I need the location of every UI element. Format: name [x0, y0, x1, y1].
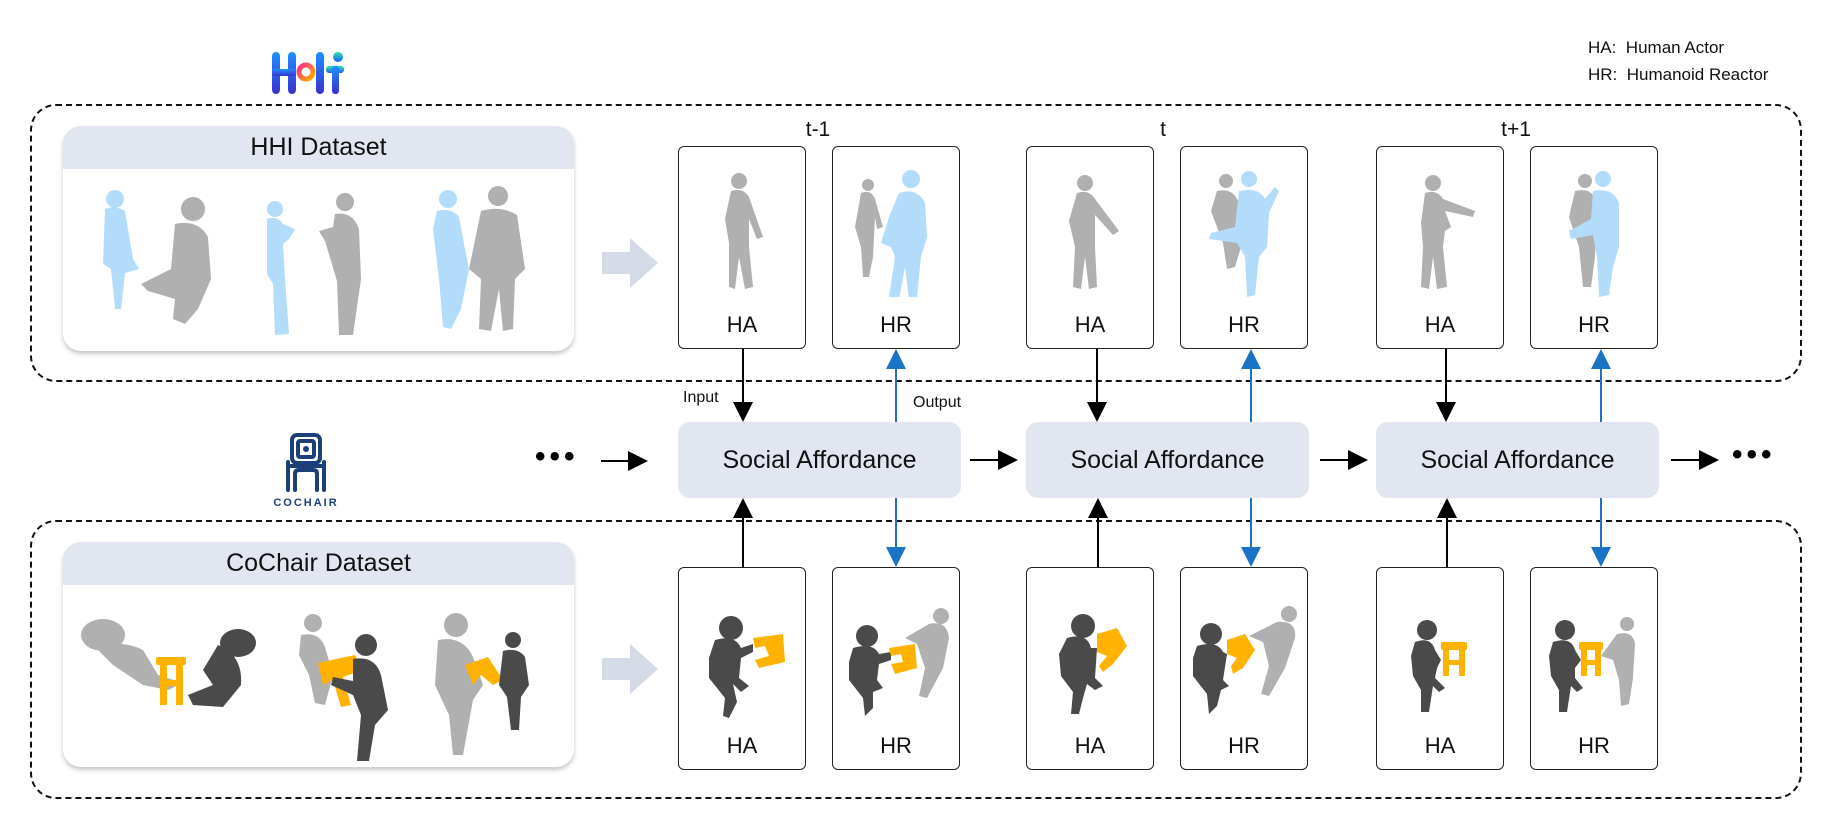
frame-label-hr: HR [1228, 312, 1260, 337]
actor-chair-figure [1059, 614, 1127, 714]
frame-label-hr: HR [1578, 733, 1610, 758]
hhi-frame-actor-t: HA [1026, 146, 1154, 349]
cochair-frame-reactor-t-minus-1: HR [832, 567, 960, 770]
hhi-frame-actor-t-minus-1: HA [678, 146, 806, 349]
actor-figure [1069, 175, 1119, 289]
cochair-logo: COCHAIR [270, 432, 342, 509]
frame-label-ha: HA [1074, 312, 1106, 337]
timestep-label: t-1 [805, 118, 831, 141]
holi-logo [270, 48, 346, 103]
cochair-frame-actor-t-minus-1: HA [678, 567, 806, 770]
hhi-samples-illustration [103, 186, 525, 335]
frame-label-hr: HR [880, 312, 912, 337]
actor-reactor-chair-figures [1549, 617, 1635, 712]
actor-reactor-figures [1209, 171, 1279, 297]
reactor-figure [103, 190, 139, 309]
hhi-dataset-title: HHI Dataset [63, 126, 574, 169]
actor-figure [725, 173, 763, 289]
cochair-flow-arrow-icon [602, 644, 658, 694]
cochair-dataset-title: CoChair Dataset [63, 542, 574, 585]
actor-chair-figure [1411, 620, 1467, 712]
legend-hr: HR: Humanoid Reactor [1588, 65, 1769, 84]
timestep-label: t [1160, 118, 1166, 141]
hhi-flow-arrow-icon [602, 238, 658, 288]
actor-reactor-chair-figures [1193, 606, 1297, 714]
input-label: Input [683, 389, 719, 406]
frame-label-ha: HA [1424, 733, 1456, 758]
social-affordance-module: Social Affordance [1026, 422, 1309, 498]
hhi-frame-reactor-t-minus-1: HR [832, 146, 960, 349]
frame-label-hr: HR [1228, 733, 1260, 758]
social-affordance-module: Social Affordance [1376, 422, 1659, 498]
ellipsis-start: ••• [535, 440, 579, 473]
cochair-frame-reactor-t: HR [1180, 567, 1308, 770]
hhi-dataset-card: HHI Dataset [63, 126, 574, 351]
frame-label-ha: HA [726, 733, 758, 758]
actor-figure [1421, 175, 1475, 289]
cochair-frame-actor-t: HA [1026, 567, 1154, 770]
cochair-logo-text: COCHAIR [273, 497, 339, 509]
actor-reactor-chair-figures [849, 608, 949, 716]
social-affordance-module: Social Affordance [678, 422, 961, 498]
legend: HA: Human Actor HR: Humanoid Reactor [1588, 34, 1768, 88]
hhi-region [30, 104, 1802, 382]
hhi-frame-actor-t-plus-1: HA [1376, 146, 1504, 349]
chair-logo-icon [286, 433, 326, 492]
frame-label-ha: HA [1424, 312, 1456, 337]
cochair-frame-actor-t-plus-1: HA [1376, 567, 1504, 770]
cochair-region [30, 520, 1802, 799]
frame-label-ha: HA [1074, 733, 1106, 758]
actor-reactor-figures [855, 170, 927, 297]
actor-reactor-figures [1569, 171, 1619, 297]
frame-label-hr: HR [880, 733, 912, 758]
ellipsis-end: ••• [1732, 438, 1776, 471]
frame-label-hr: HR [1578, 312, 1610, 337]
timestep-label: t+1 [1501, 118, 1531, 141]
cochair-dataset-card: CoChair Dataset [63, 542, 574, 767]
frame-label-ha: HA [726, 312, 758, 337]
cochair-samples-illustration [81, 613, 529, 761]
output-label: Output [913, 394, 962, 411]
hhi-frame-reactor-t: HR [1180, 146, 1308, 349]
legend-ha: HA: Human Actor [1588, 38, 1725, 57]
actor-chair-figure [709, 616, 785, 718]
cochair-frame-reactor-t-plus-1: HR [1530, 567, 1658, 770]
hhi-frame-reactor-t-plus-1: HR [1530, 146, 1658, 349]
actor-figure [141, 197, 211, 324]
